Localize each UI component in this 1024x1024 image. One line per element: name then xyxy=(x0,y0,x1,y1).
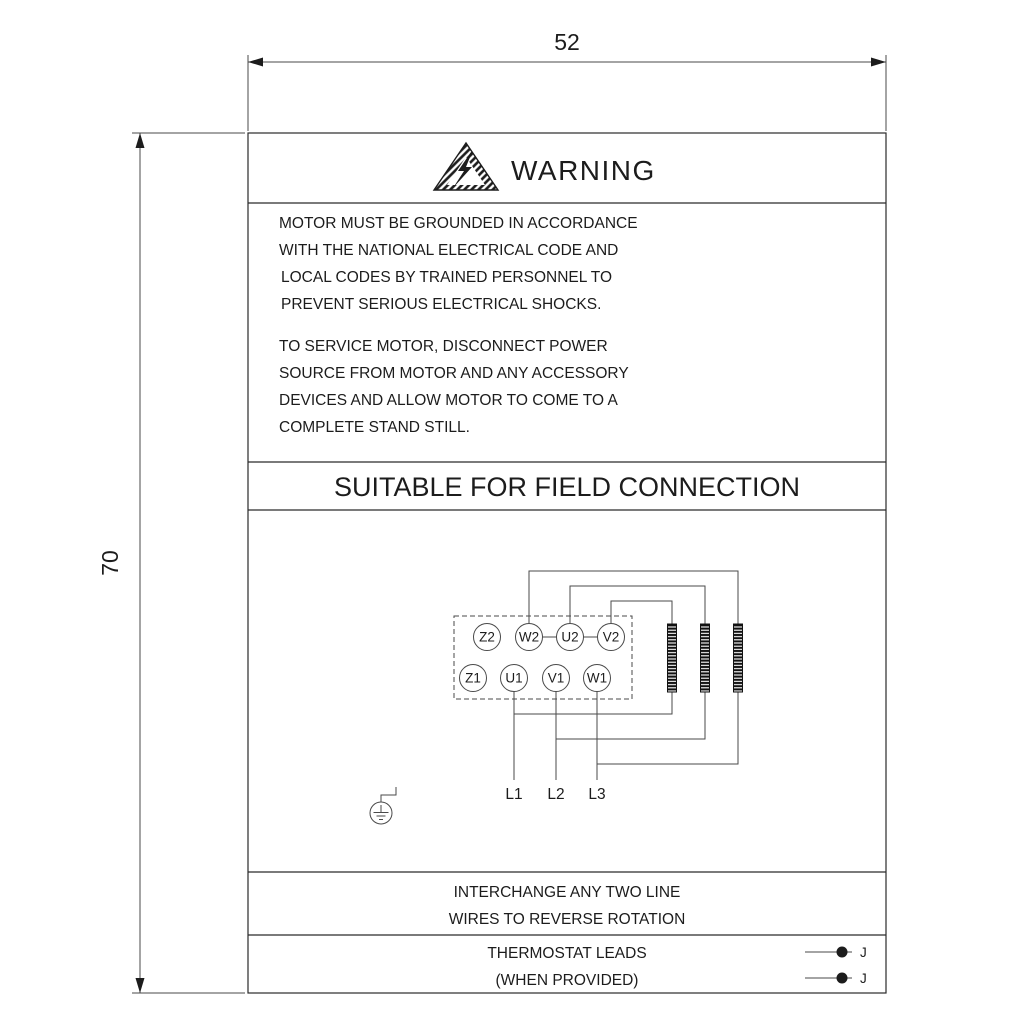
grounding-line-4: PREVENT SERIOUS ELECTRICAL SHOCKS. xyxy=(281,296,601,313)
lightning-bolt-icon xyxy=(453,152,472,188)
winding-coil-3 xyxy=(733,623,743,693)
thermostat-note-line-2: (WHEN PROVIDED) xyxy=(496,972,639,989)
warning-title: WARNING xyxy=(511,155,656,186)
dimension-width: 52 xyxy=(247,29,887,131)
terminal-W2-label: W2 xyxy=(519,630,539,645)
lead-label-2: J xyxy=(860,971,867,986)
grounding-line-3: LOCAL CODES BY TRAINED PERSONNEL TO xyxy=(281,269,612,286)
warning-paragraphs: MOTOR MUST BE GROUNDED IN ACCORDANCE WIT… xyxy=(279,215,638,436)
dimension-arrow-right-icon xyxy=(871,57,886,67)
supply-lines: L1 L2 L3 xyxy=(505,691,606,803)
terminal-W2 xyxy=(515,623,543,651)
service-line-2: SOURCE FROM MOTOR AND ANY ACCESSORY xyxy=(279,365,629,382)
rotation-note-line-1: INTERCHANGE ANY TWO LINE xyxy=(454,884,681,901)
service-line-3: DEVICES AND ALLOW MOTOR TO COME TO A xyxy=(279,392,618,409)
rotation-note-line-2: WIRES TO REVERSE ROTATION xyxy=(449,911,686,928)
terminal-U1-label: U1 xyxy=(505,671,522,686)
label-border xyxy=(247,132,887,994)
terminal-V1-label: V1 xyxy=(548,671,565,686)
terminal-Z2 xyxy=(473,623,501,651)
winding-top-connections xyxy=(528,570,739,624)
lead-terminal-dot-icon xyxy=(836,946,848,958)
lead-label-1: J xyxy=(860,945,867,960)
winding-coil-1 xyxy=(667,623,677,693)
terminal-U2-label: U2 xyxy=(561,630,578,645)
terminal-U2 xyxy=(556,623,584,651)
terminal-V2-label: V2 xyxy=(603,630,620,645)
dimension-width-value: 52 xyxy=(554,29,580,55)
thermostat-note: THERMOSTAT LEADS (WHEN PROVIDED) J J xyxy=(487,945,866,989)
grounding-line-2: WITH THE NATIONAL ELECTRICAL CODE AND xyxy=(279,242,618,259)
service-line-4: COMPLETE STAND STILL. xyxy=(279,419,470,436)
section-title: SUITABLE FOR FIELD CONNECTION xyxy=(334,472,800,502)
rotation-note: INTERCHANGE ANY TWO LINE WIRES TO REVERS… xyxy=(449,884,686,928)
earth-ground-icon xyxy=(369,787,397,825)
grounding-line-1: MOTOR MUST BE GROUNDED IN ACCORDANCE xyxy=(279,215,638,232)
terminal-row-bottom: Z1 U1 V1 W1 xyxy=(459,664,611,692)
terminal-W1-label: W1 xyxy=(587,671,607,686)
wiring-diagram: Z2 W2 U2 V2 Z1 U1 V1 W1 L1 L2 L3 xyxy=(369,570,743,825)
lead-terminal-dot-icon xyxy=(836,972,848,984)
winding-coils xyxy=(667,623,743,693)
thermostat-note-line-1: THERMOSTAT LEADS xyxy=(487,945,646,962)
terminal-Z2-label: Z2 xyxy=(479,630,495,645)
terminal-V2 xyxy=(597,623,625,651)
winding-bottom-connections xyxy=(514,692,739,765)
dimension-arrow-left-icon xyxy=(248,57,263,67)
line-label-L2: L2 xyxy=(547,786,564,803)
electric-hazard-triangle-icon xyxy=(432,141,500,191)
line-label-L3: L3 xyxy=(588,786,605,803)
line-label-L1: L1 xyxy=(505,786,522,803)
thermostat-lead-2: J xyxy=(805,971,867,986)
terminal-Z1 xyxy=(459,664,487,692)
terminal-Z1-label: Z1 xyxy=(465,671,481,686)
terminal-row-top: Z2 W2 U2 V2 xyxy=(473,623,625,651)
label-outline xyxy=(247,132,887,994)
warning-header: WARNING xyxy=(432,141,656,191)
dimension-arrow-bottom-icon xyxy=(135,978,145,993)
dimension-height-value: 70 xyxy=(97,550,123,576)
dimension-arrow-top-icon xyxy=(135,133,145,148)
thermostat-lead-1: J xyxy=(805,945,867,960)
service-line-1: TO SERVICE MOTOR, DISCONNECT POWER xyxy=(279,338,608,355)
winding-coil-2 xyxy=(700,623,710,693)
terminal-block-outline xyxy=(453,615,633,700)
dimension-height: 70 xyxy=(97,132,245,994)
